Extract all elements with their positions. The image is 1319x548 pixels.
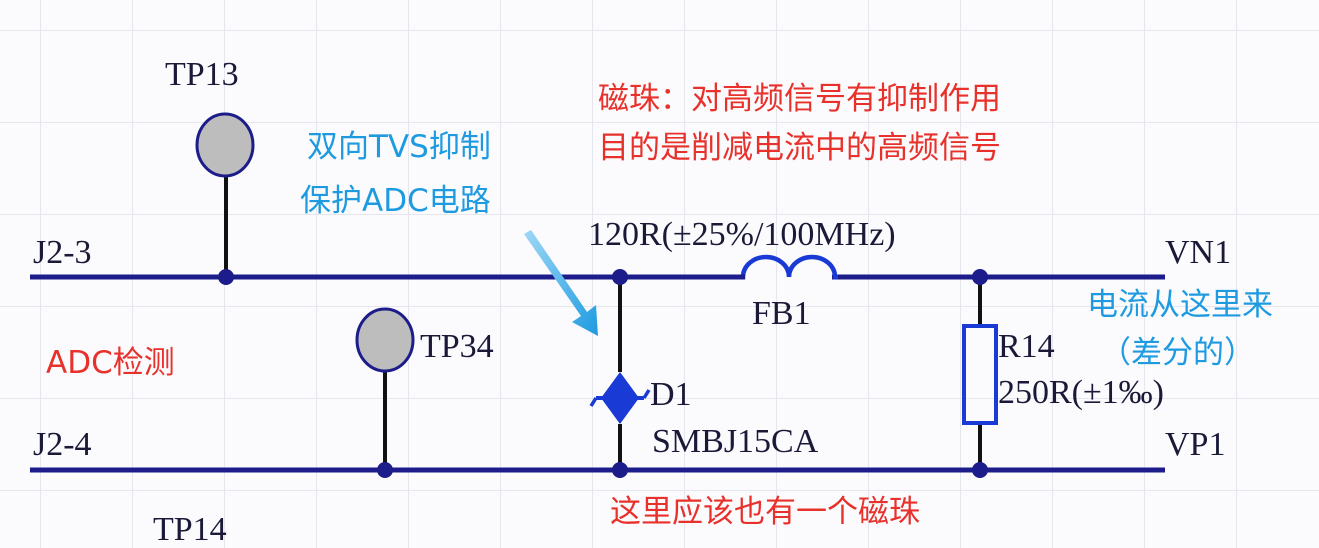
annotation-adc: ADC检测 [46,345,175,381]
d1-bar-end-right [642,389,651,399]
fb1-ref-label: FB1 [752,295,811,332]
annotation-arrow-icon [524,230,598,336]
tp14-label: TP14 [153,511,227,548]
junction-dot [377,462,393,478]
d1-triangle-up [601,372,639,398]
net-label-vp1: VP1 [1165,426,1226,463]
annotation-current-line1: 电流从这里来 [1087,287,1273,323]
junction-dot [972,269,988,285]
annotation-bead-line1: 磁珠：对高频信号有抑制作用 [598,81,1001,117]
annotation-tvs-line1: 双向TVS抑制 [307,129,491,165]
r14-ref-label: R14 [998,328,1055,365]
fb1-coil [738,254,838,280]
r14-value-label: 250R(±1‰) [998,374,1164,411]
tp34-label: TP34 [420,328,494,365]
tp34-pad [355,307,415,373]
d1-bar-end-left [589,397,598,407]
d1-ref-label: D1 [650,376,692,413]
net-label-j2-4: J2-4 [33,426,92,463]
junction-dot [612,462,628,478]
annotation-tvs-line2: 保护ADC电路 [300,183,491,219]
annotation-current-line2: （差分的） [1100,335,1255,371]
junction-dot [612,269,628,285]
annotation-missing-bead: 这里应该也有一个磁珠 [610,494,920,530]
tp13-pad [195,112,255,178]
tp13-label: TP13 [165,56,239,93]
net-label-vn1: VN1 [1165,234,1232,271]
junction-dot [218,269,234,285]
annotation-bead-line2: 目的是削减电流中的高频信号 [598,130,1001,166]
d1-part-label: SMBJ15CA [652,423,819,460]
net-label-j2-3: J2-3 [33,234,92,271]
fb1-value-label: 120R(±25%/100MHz) [588,216,896,253]
r14-body [962,324,998,425]
d1-triangle-down [601,398,639,424]
junction-dot [972,462,988,478]
